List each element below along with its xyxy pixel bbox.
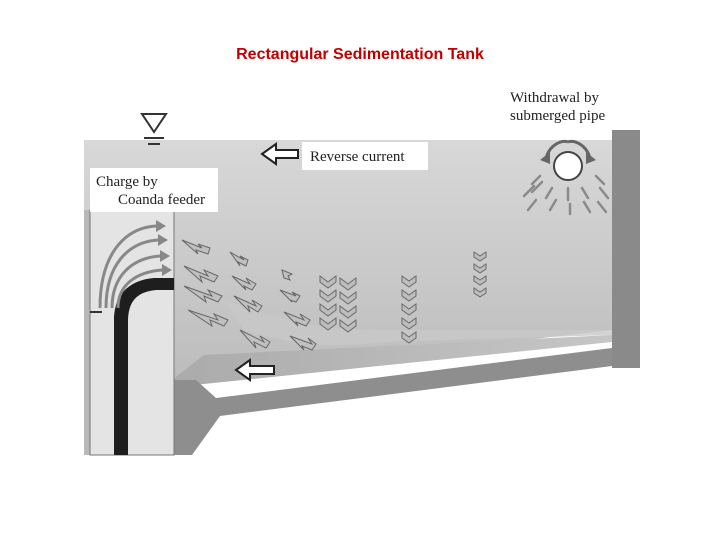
water-level-icon [140,113,168,145]
charge-label-line2: Coanda feeder [118,192,205,208]
reverse-current-arrow-icon [260,142,299,166]
tank-floor [168,348,612,455]
withdrawal-label-line2: submerged pipe [510,108,605,124]
flow-arrow-icon [181,239,317,351]
withdrawal-pipe-icon [540,140,596,181]
feed-arrowheads [156,220,172,276]
slide-title: Rectangular Sedimentation Tank [236,46,484,63]
withdrawal-label-box [502,84,614,126]
tank-diagram: Reverse current Charge by Coanda feeder … [84,80,656,470]
charge-label-line1: Charge by [96,174,158,190]
settling-arrows [319,251,487,344]
coanda-feeder [114,278,174,455]
tank-left-wall [84,210,94,455]
feed-arrows [98,224,163,309]
bottom-current-arrow-icon [234,358,275,382]
reverse-current-label-box [302,142,428,170]
charge-label-box [90,168,218,212]
density-interface [224,300,612,346]
tank-right-wall [612,130,640,368]
sedimentation-tank-figure: Reverse current Charge by Coanda feeder … [84,80,656,470]
converging-flow-arrows [522,174,610,216]
withdrawal-label-line1: Withdrawal by [510,90,599,106]
reverse-current-label: Reverse current [310,149,405,165]
